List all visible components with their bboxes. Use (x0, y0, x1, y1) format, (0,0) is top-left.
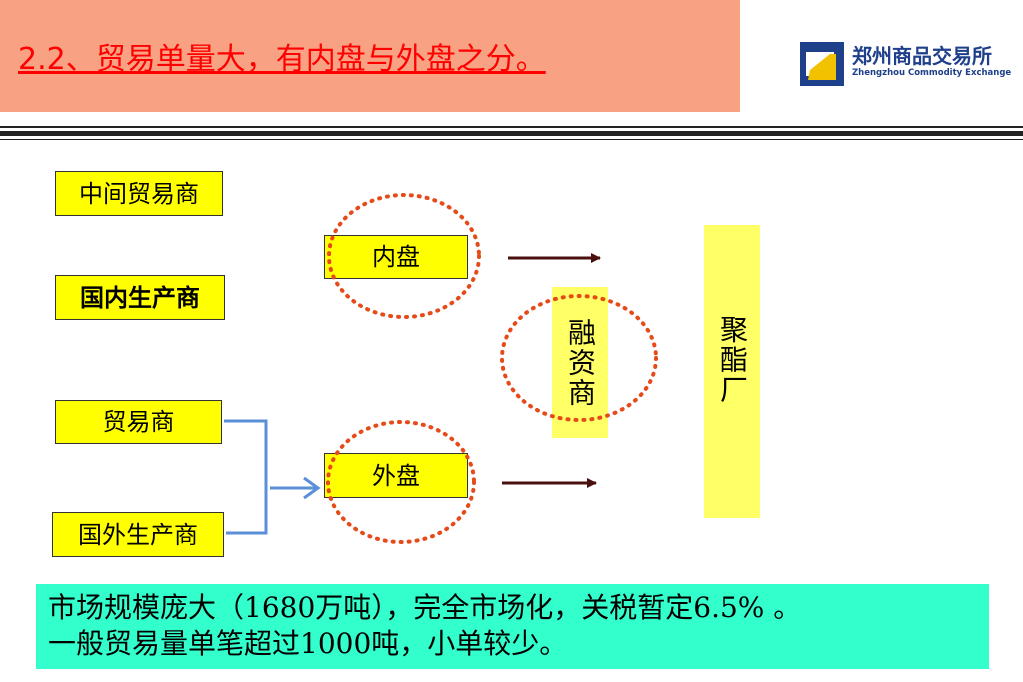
inner-market-dotted-circle (327, 193, 481, 319)
divider-line (0, 131, 1023, 136)
domestic-producer-node: 国内生产商 (55, 275, 225, 320)
outer-market-dotted-circle (326, 420, 476, 544)
exchange-logo: 郑州商品交易所 Zhengzhou Commodity Exchange (800, 38, 1012, 90)
outer-market-node: 外盘 (324, 453, 468, 498)
slide-title: 2.2、贸易单量大，有内盘与外盘之分。 (18, 42, 546, 77)
foreign-producer-node: 国外生产商 (52, 512, 224, 557)
inner-market-node: 内盘 (324, 235, 468, 279)
note-line-1: 市场规模庞大（1680万吨），完全市场化，关税暂定6.5% 。 (48, 591, 802, 624)
divider-line (0, 126, 1023, 128)
financier-dotted-circle (500, 294, 658, 422)
to-outer-market-arrowhead (303, 476, 321, 500)
market-note: 市场规模庞大（1680万吨），完全市场化，关税暂定6.5% 。 一般贸易量单笔超… (36, 584, 989, 669)
divider-line (0, 139, 1023, 140)
logo-name-en: Zhengzhou Commodity Exchange (852, 68, 1012, 78)
trader-node: 贸易商 (55, 400, 222, 444)
note-line-2: 一般贸易量单笔超过1000吨，小单较少。 (48, 627, 568, 660)
financier-node: 融资商 (552, 287, 608, 438)
logo-name-cn: 郑州商品交易所 (852, 44, 992, 68)
zce-logo-icon (800, 42, 844, 86)
trader-connector (224, 419, 268, 535)
intermediary-trader-node: 中间贸易商 (55, 171, 223, 216)
polyester-factory-node: 聚酯厂 (704, 225, 760, 518)
title-bar: 2.2、贸易单量大，有内盘与外盘之分。 (0, 0, 740, 112)
